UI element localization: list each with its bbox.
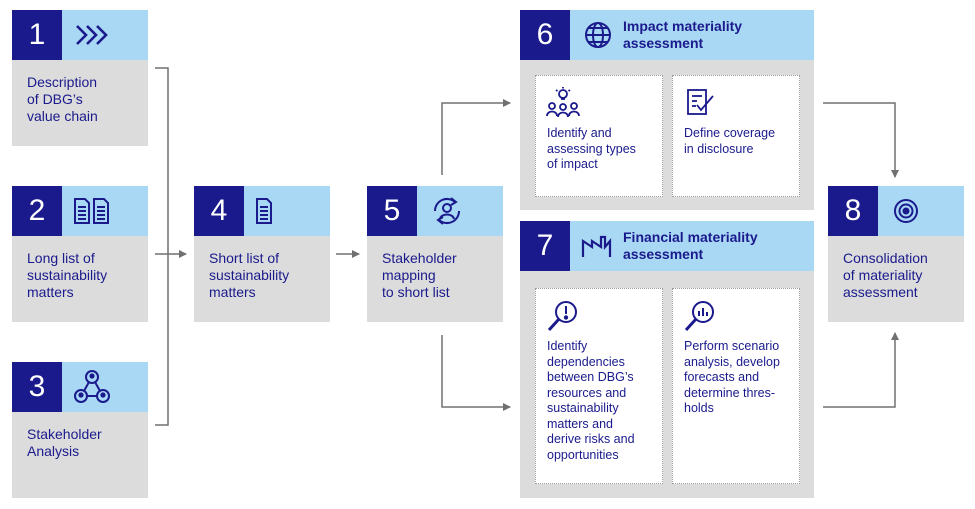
step-6-title: Impact materiality assessment (623, 18, 743, 51)
step-4-number: 4 (194, 186, 244, 236)
step-2-label: Long list of sustainability matters (27, 250, 108, 300)
step-7-title: Financial materiality assessment (623, 229, 758, 262)
magnifier-alert-icon (546, 299, 580, 333)
step-3-number: 3 (12, 362, 62, 412)
step-1-number: 1 (12, 10, 62, 60)
target-icon (886, 192, 930, 230)
step-6-card: 6 Impact materiality assessment Identify… (520, 10, 814, 210)
step-7-right-panel: Perform scenario analysis, develop forec… (672, 288, 800, 484)
bracket-connector (155, 67, 169, 426)
magnifier-chart-icon (683, 299, 717, 333)
step-8-number: 8 (828, 186, 878, 236)
checklist-icon (683, 86, 717, 120)
step-8-label: Consolidation of materiality assessment (843, 250, 928, 300)
network-people-icon (70, 368, 114, 406)
step-5-card: 5 Stakeholder mapping to short list (367, 186, 503, 322)
step-5-label: Stakeholder mapping to short list (382, 250, 457, 300)
step-6-left-panel: Identify and assessing types of impact (535, 75, 663, 197)
documents-icon (70, 192, 114, 230)
step-6-right-text: Define coverage in disclosure (684, 126, 776, 156)
step-7-card: 7 Financial materiality assessment Ident… (520, 221, 814, 498)
step-3-label: Stakeholder Analysis (27, 426, 102, 459)
arrow-5-to-7 (441, 335, 511, 411)
step-8-card: 8 Consolidation of materiality assessmen… (828, 186, 964, 322)
step-6-right-panel: Define coverage in disclosure (672, 75, 800, 197)
step-1-label: Description of DBG’s value chain (27, 74, 98, 124)
step-3-card: 3 Stakeholder Analysis (12, 362, 148, 498)
document-icon (252, 192, 296, 230)
arrow-7-to-8 (823, 332, 899, 408)
factory-icon (578, 227, 622, 265)
step-7-number: 7 (520, 221, 570, 271)
person-cycle-icon (425, 192, 469, 230)
arrow-5-to-6 (441, 99, 511, 175)
arrow-6-to-8 (823, 102, 899, 178)
people-idea-icon (546, 86, 580, 120)
step-2-number: 2 (12, 186, 62, 236)
step-7-right-text: Perform scenario analysis, develop forec… (684, 339, 780, 415)
step-7-left-text: Identify dependencies between DBG’s reso… (547, 339, 635, 462)
step-1-card: 1 Description of DBG’s value chain (12, 10, 148, 146)
step-6-number: 6 (520, 10, 570, 60)
step-6-left-text: Identify and assessing types of impact (547, 126, 636, 171)
step-7-left-panel: Identify dependencies between DBG’s reso… (535, 288, 663, 484)
globe-icon (578, 16, 622, 54)
step-5-number: 5 (367, 186, 417, 236)
step-4-card: 4 Short list of sustainability matters (194, 186, 330, 322)
step-2-card: 2 Long list of sustainability matters (12, 186, 148, 322)
chevrons-icon (70, 16, 114, 54)
step-4-label: Short list of sustainability matters (209, 250, 290, 300)
